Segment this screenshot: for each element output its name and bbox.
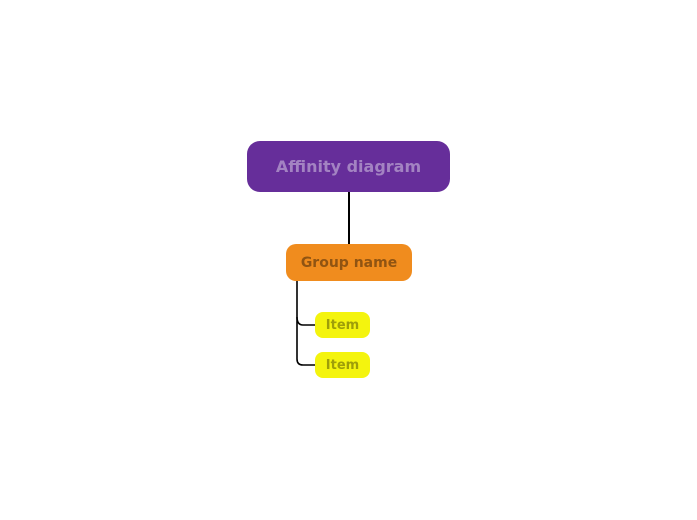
group-node[interactable]: Group name bbox=[286, 244, 412, 281]
connector-group-to-item-2 bbox=[296, 281, 315, 366]
connector-group-to-item-1 bbox=[296, 316, 315, 326]
item-node-2-label: Item bbox=[325, 357, 360, 373]
group-node-label: Group name bbox=[300, 254, 398, 271]
item-node-1[interactable]: Item bbox=[315, 312, 370, 338]
item-node-2[interactable]: Item bbox=[315, 352, 370, 378]
root-node[interactable]: Affinity diagram bbox=[247, 141, 450, 192]
item-node-1-label: Item bbox=[325, 317, 360, 333]
root-node-label: Affinity diagram bbox=[275, 157, 422, 176]
